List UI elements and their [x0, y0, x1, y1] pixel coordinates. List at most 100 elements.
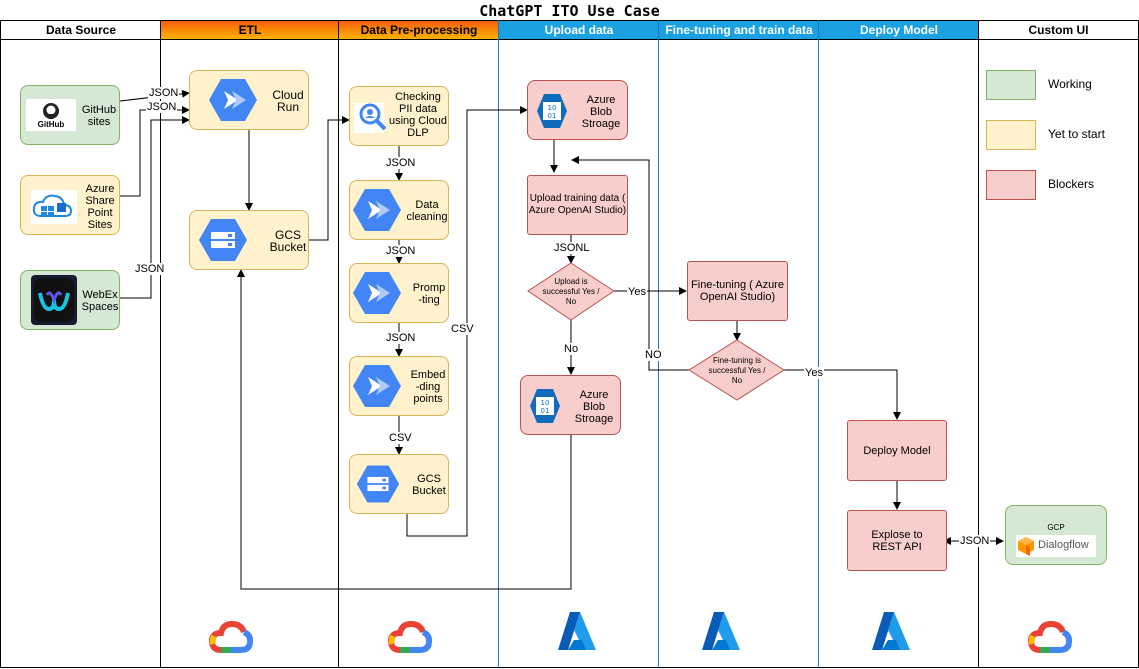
- gcs-bucket-etl-label: GCS Bucket: [269, 228, 307, 254]
- azure-blob-2-node[interactable]: 10 01 Azure Blob Stroage: [520, 375, 621, 435]
- edge-finetune-no: [571, 156, 689, 371]
- edge-sharepoint-cloudrun: [120, 106, 190, 197]
- edge-label-csv: CSV: [450, 323, 475, 335]
- page-title: ChatGPT ITO Use Case: [479, 2, 660, 20]
- finetune-decision-diamond: [688, 339, 785, 401]
- cloud-run-icon: [352, 187, 402, 236]
- upload-decision-diamond: [527, 262, 615, 321]
- pii-check-label: Checking PII data using Cloud DLP: [388, 91, 448, 139]
- cloud-storage-icon: [356, 463, 400, 508]
- lane-preprocessing: Data Pre-processing: [338, 20, 499, 668]
- gcp-label: GCP: [1047, 523, 1065, 532]
- lane-header-upload: Upload data: [499, 20, 659, 40]
- svg-text:01: 01: [541, 407, 550, 415]
- pii-check-node[interactable]: Checking PII data using Cloud DLP: [349, 86, 449, 146]
- webex-label: WebEx Spaces: [81, 289, 119, 313]
- legend-working-swatch: [986, 70, 1036, 100]
- dialogflow-logo: Dialogflow: [1016, 535, 1096, 557]
- webex-icon: [31, 275, 77, 325]
- cloud-storage-icon: [198, 217, 248, 266]
- lane-deploy: Deploy Model: [818, 20, 979, 668]
- azure-blob-icon: 10 01: [536, 93, 568, 132]
- upload-training-node[interactable]: Upload training data ( Azure OpenAI Stud…: [527, 175, 628, 235]
- edge-blob2-gcs: [237, 269, 572, 590]
- gcs-bucket-pre-node[interactable]: GCS Bucket: [349, 454, 449, 514]
- dialogflow-node[interactable]: GCP Dialogflow: [1005, 505, 1107, 565]
- cloud-run-icon: [352, 363, 402, 412]
- edge-label-jsonl: JSONL: [553, 242, 591, 254]
- edge-label-json: JSON: [385, 157, 417, 169]
- lane-upload: Upload data: [498, 20, 659, 668]
- prompting-label: Promp -ting: [412, 282, 446, 306]
- lane-header-deploy: Deploy Model: [819, 20, 979, 40]
- svg-text:10: 10: [548, 104, 557, 112]
- google-cloud-icon: [208, 620, 254, 661]
- embedding-node[interactable]: Embed -ding points: [349, 356, 449, 416]
- lane-data-source: Data Source: [0, 20, 161, 668]
- lane-header-data-source: Data Source: [1, 20, 161, 40]
- rest-api-node[interactable]: Explose to REST API: [847, 510, 947, 571]
- edge-label-yes: Yes: [804, 367, 824, 379]
- cloud-run-icon: [352, 270, 402, 319]
- edge-label-json: JSON: [134, 263, 166, 275]
- bottom-border: [0, 667, 1139, 668]
- github-icon: GitHub: [26, 99, 76, 131]
- sharepoint-source[interactable]: Azure Share Point Sites: [20, 175, 120, 235]
- edge-label-json: JSON: [148, 87, 180, 99]
- edge-label-yes: Yes: [627, 286, 647, 298]
- upload-training-label: Upload training data ( Azure OpenAI Stud…: [528, 193, 627, 216]
- lane-etl: ETL: [160, 20, 339, 668]
- edge-label-json: JSON: [146, 101, 178, 113]
- legend-yet-to-start-swatch: [986, 120, 1036, 150]
- azure-blob-node[interactable]: 10 01 Azure Blob Stroage: [527, 80, 628, 140]
- legend-working-label: Working: [1048, 77, 1092, 91]
- data-cleaning-label: Data cleaning: [406, 199, 448, 223]
- lane-header-custom-ui: Custom UI: [979, 20, 1138, 40]
- legend-blockers-swatch: [986, 170, 1036, 200]
- google-cloud-icon: [1027, 620, 1073, 661]
- lane-custom-ui: Custom UI: [978, 20, 1139, 668]
- gcs-bucket-etl-node[interactable]: GCS Bucket: [189, 210, 309, 270]
- github-logo-text: GitHub: [37, 120, 65, 129]
- svg-text:10: 10: [541, 399, 550, 407]
- legend-yet-to-start-label: Yet to start: [1048, 127, 1105, 141]
- finetuning-label: Fine-tuning ( Azure OpenAI Studio): [691, 279, 784, 303]
- edge-label-no: NO: [644, 349, 663, 361]
- edge-gcs-blob: [406, 106, 528, 537]
- sharepoint-icon: [31, 190, 77, 224]
- upload-decision-label: Upload is successful Yes / No: [542, 277, 600, 306]
- embedding-label: Embed -ding points: [410, 369, 446, 405]
- azure-icon: [700, 610, 742, 657]
- prompting-node[interactable]: Promp -ting: [349, 263, 449, 323]
- dialogflow-text: Dialogflow: [1038, 539, 1089, 551]
- lane-header-preprocessing: Data Pre-processing: [339, 20, 499, 40]
- lane-header-etl: ETL: [161, 20, 339, 40]
- google-cloud-icon: [387, 620, 433, 661]
- lane-header-finetune: Fine-tuning and train data: [659, 20, 819, 40]
- sharepoint-label: Azure Share Point Sites: [85, 183, 115, 231]
- data-cleaning-node[interactable]: Data cleaning: [349, 180, 449, 240]
- cloud-dlp-icon: [352, 97, 392, 140]
- edge-label-no: No: [563, 343, 580, 355]
- github-label: GitHub sites: [81, 104, 117, 128]
- edge-finetune-yes: [784, 369, 901, 420]
- edge-label-json: JSON: [959, 535, 991, 547]
- svg-text:01: 01: [548, 112, 557, 120]
- edge-label-csv: CSV: [388, 432, 413, 444]
- webex-source[interactable]: WebEx Spaces: [20, 270, 120, 330]
- azure-icon: [870, 610, 912, 657]
- edge-label-json: JSON: [385, 332, 417, 344]
- edge-label-json: JSON: [385, 245, 417, 257]
- azure-icon: [556, 610, 598, 657]
- cloud-run-label: Cloud Run: [272, 88, 304, 114]
- azure-blob-2-label: Azure Blob Stroage: [574, 389, 614, 425]
- edge-gcs-pii: [309, 116, 350, 241]
- cloud-run-node[interactable]: Cloud Run: [189, 70, 309, 130]
- azure-blob-label: Azure Blob Stroage: [581, 94, 621, 130]
- finetuning-node[interactable]: Fine-tuning ( Azure OpenAI Studio): [687, 261, 788, 321]
- finetune-decision-label: Fine-tuning is successful Yes / No: [708, 356, 766, 385]
- deploy-model-node[interactable]: Deploy Model: [847, 420, 947, 481]
- lane-finetune: Fine-tuning and train data: [658, 20, 819, 668]
- github-source[interactable]: GitHub GitHub sites: [20, 85, 120, 145]
